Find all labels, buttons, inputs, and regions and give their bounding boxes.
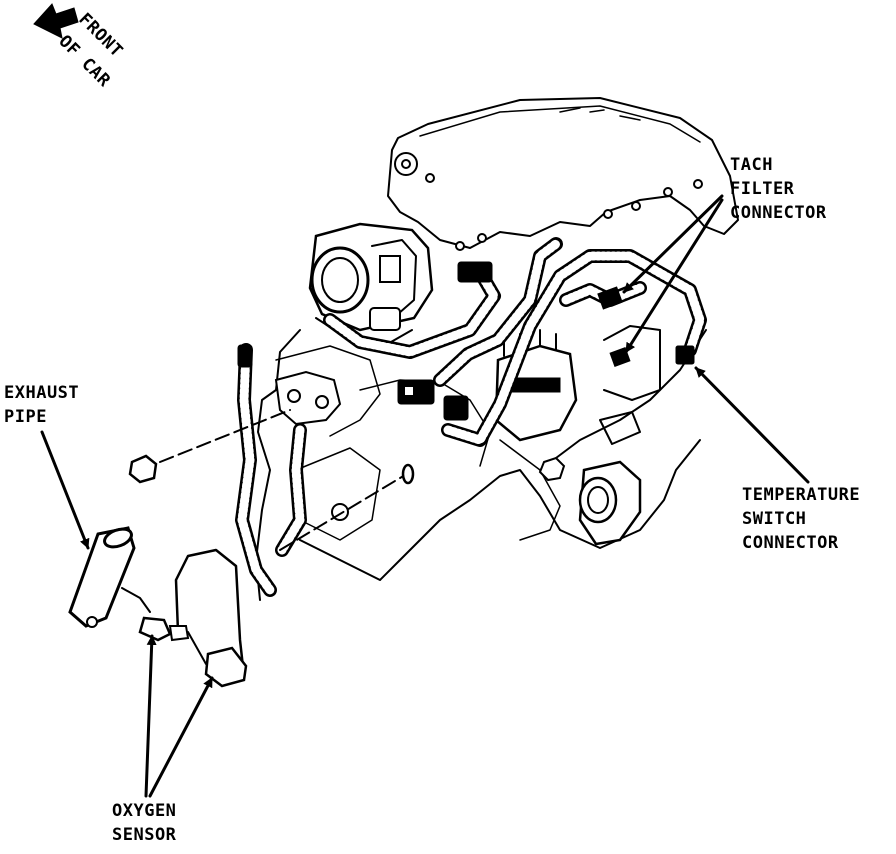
svg-text:FILTER: FILTER <box>730 179 795 199</box>
engine-block <box>255 329 701 601</box>
svg-text:TACH: TACH <box>730 155 773 175</box>
svg-text:SWITCH: SWITCH <box>742 509 806 529</box>
mounting-bolt-right <box>279 463 415 551</box>
front-of-car-indicator: FRONT OF CAR <box>33 3 127 91</box>
throttle-body <box>308 222 434 347</box>
svg-text:EXHAUST: EXHAUST <box>4 383 79 403</box>
svg-text:OXYGEN: OXYGEN <box>112 801 176 821</box>
oxygen-leader-1 <box>144 634 157 798</box>
mounting-bolt-left <box>128 409 291 484</box>
tach-leader-1 <box>622 194 724 294</box>
exhaust-manifold-bracket <box>274 370 342 426</box>
svg-text:SENSOR: SENSOR <box>112 825 177 845</box>
plenum-bolts <box>394 152 703 251</box>
tach-filter-connector <box>597 286 623 310</box>
oxygen-sensor-label: OXYGEN SENSOR <box>112 634 214 845</box>
temperature-switch-connector <box>675 345 695 365</box>
exhaust-pipe-label: EXHAUST PIPE <box>4 383 90 550</box>
temperature-leader <box>694 366 810 484</box>
intake-plenum <box>387 97 739 249</box>
engine-drawing <box>255 97 739 601</box>
svg-text:CONNECTOR: CONNECTOR <box>742 533 839 553</box>
front-direction-arrow-icon <box>33 3 79 39</box>
tach-leader-2 <box>624 198 724 354</box>
svg-text:PIPE: PIPE <box>4 407 47 427</box>
oxygen-sensor <box>138 548 248 688</box>
temperature-switch-label: TEMPERATURE SWITCH CONNECTOR <box>694 366 860 553</box>
tach-filter-label: TACH FILTER CONNECTOR <box>622 155 827 354</box>
svg-text:CONNECTOR: CONNECTOR <box>730 203 827 223</box>
exhaust-leader <box>40 430 90 550</box>
exhaust-pipe <box>68 526 151 628</box>
water-pump-housing <box>578 460 642 546</box>
svg-text:TEMPERATURE: TEMPERATURE <box>742 485 860 505</box>
oxygen-leader-2 <box>148 676 214 798</box>
harness-connectors <box>237 261 695 421</box>
